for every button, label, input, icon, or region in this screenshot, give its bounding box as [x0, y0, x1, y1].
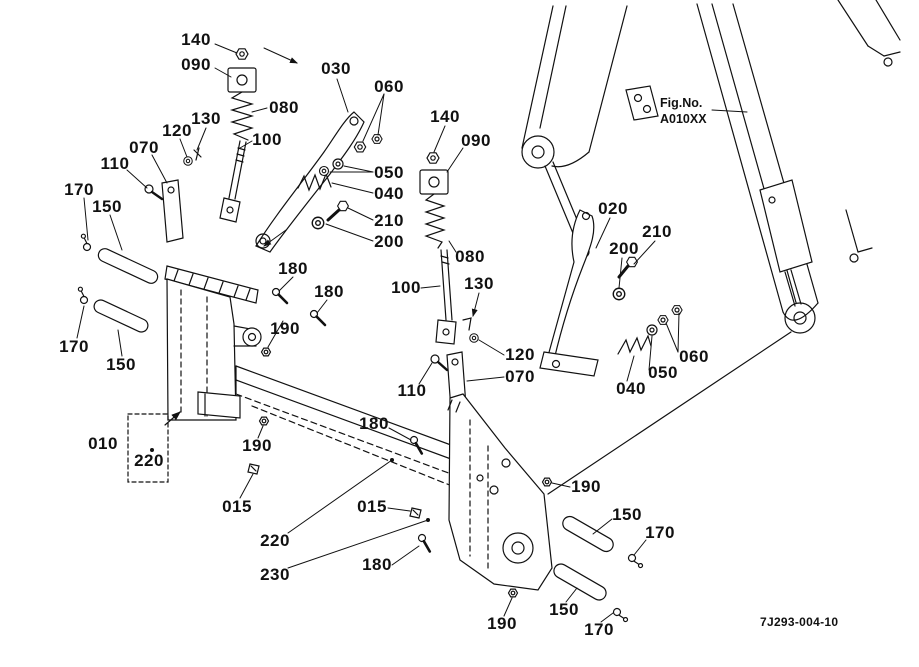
- cross-member: [235, 365, 471, 487]
- drawing-number: 7J293-004-10: [760, 615, 839, 629]
- spring-linkage-right: [419, 152, 479, 411]
- leader-lines: [76, 43, 748, 623]
- frame-right: [447, 393, 553, 591]
- frame-left: [164, 265, 262, 421]
- fig-no-value: A010XX: [660, 111, 707, 126]
- spring-linkage-left: [219, 48, 257, 223]
- pins-right: [553, 515, 644, 626]
- reference-box-010: [127, 411, 181, 483]
- pins-left: [77, 233, 159, 333]
- hardware-lever-030: [297, 134, 383, 230]
- lever-020: [539, 209, 599, 377]
- hardware-lever-020: [612, 256, 683, 355]
- figure-number: Fig.No. A010XX: [660, 96, 707, 127]
- fig-no-bracket: [625, 85, 659, 121]
- lever-030: [255, 111, 365, 253]
- fig-no-label: Fig.No.: [660, 96, 703, 110]
- anchor-plate-left: [144, 147, 202, 243]
